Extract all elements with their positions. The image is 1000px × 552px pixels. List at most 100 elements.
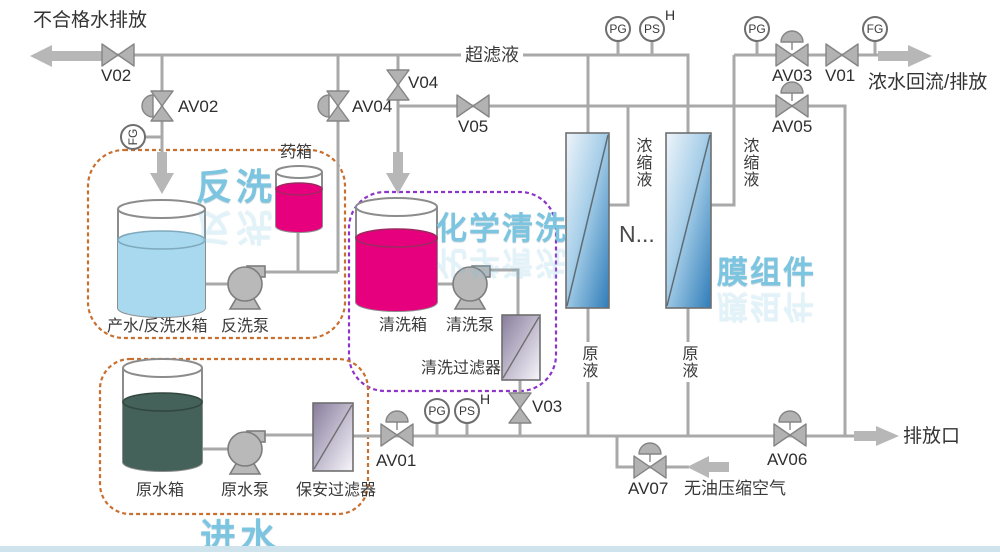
high-alarm-label-bottom: H <box>480 391 491 407</box>
pg-icon: PG <box>748 22 766 36</box>
ps-gauge-bottom <box>454 398 480 424</box>
filters <box>312 314 541 472</box>
raw-water-tank-label: 原水箱 <box>136 482 185 499</box>
more-modules-label: N... <box>619 221 655 247</box>
fg-icon: FG <box>126 128 140 146</box>
cleaning-filter-diagonal <box>502 316 540 379</box>
ps-gauge-top <box>639 16 665 42</box>
ultrafiltrate-label: 超滤液 <box>461 45 523 66</box>
raw-water-pump-label: 原水泵 <box>221 482 270 499</box>
valve-v04-label: V04 <box>408 73 439 92</box>
cleaning-pump-label: 清洗泵 <box>446 317 495 334</box>
raw-tank-liquid <box>123 402 202 471</box>
valve-av06 <box>773 410 807 447</box>
product-backwash-tank <box>117 199 206 318</box>
pipes <box>100 41 878 469</box>
valve-av03-label: AV03 <box>772 66 813 85</box>
pg-gauge-bottom <box>424 398 450 424</box>
ps-icon: PS <box>643 22 660 36</box>
valve-v05 <box>456 94 490 118</box>
concentrate-label-1: 浓缩液 <box>633 137 651 188</box>
cleaning-pump <box>452 265 491 310</box>
cleaning-tank <box>355 197 438 312</box>
product-tank-liquid-surface <box>117 230 206 250</box>
raw-water-pump <box>227 430 266 475</box>
fg-icon: FG <box>866 22 884 36</box>
flow-arrows <box>30 45 932 478</box>
cleaning-tank-label: 清洗箱 <box>379 317 428 334</box>
cleaning-filter-label: 清洗过滤器 <box>421 360 502 377</box>
cleaning-tank-liquid <box>356 238 437 311</box>
valve-v02-label: V02 <box>101 66 132 85</box>
cleaning-tank-liquid-surface <box>355 228 438 248</box>
cleaning-tank-opening <box>355 197 438 217</box>
backwash-section-box <box>86 148 347 340</box>
valve-av03 <box>775 30 809 67</box>
gauges <box>120 16 888 424</box>
valve-av04-label: AV04 <box>352 97 393 116</box>
valve-v05-label: V05 <box>458 117 489 136</box>
valves <box>101 30 859 479</box>
pg-gauge-top1 <box>605 16 631 42</box>
backwash-pump <box>227 265 266 310</box>
pipe-backwash-pump-lines <box>205 226 338 286</box>
valve-v03 <box>508 392 532 424</box>
raw-liquid-label-2: 原液 <box>677 342 698 382</box>
chemical-tank-opening <box>275 165 323 179</box>
backwash-pump-label: 反洗泵 <box>221 318 270 335</box>
arrow-unqualified-discharge <box>30 45 105 67</box>
membrane-modules <box>565 132 712 309</box>
pumps <box>227 265 491 475</box>
arrow-discharge-outlet <box>854 426 899 446</box>
pipe-cleaning-pump-lines <box>437 268 520 315</box>
security-filter-diagonal <box>313 404 353 470</box>
valve-av04 <box>317 90 350 122</box>
window-bottom-strip <box>0 546 1000 552</box>
valve-v01-label: V01 <box>825 66 856 85</box>
raw-tank-liquid-surface <box>122 392 203 412</box>
product-tank-liquid <box>118 240 205 317</box>
pg-icon: PG <box>609 22 627 36</box>
valve-av07-label: AV07 <box>628 479 669 498</box>
valve-av06-label: AV06 <box>767 450 808 469</box>
pipe-gauge-stems <box>435 41 877 436</box>
chemical-tank-liquid <box>276 189 322 232</box>
valve-v03-label: V03 <box>532 397 563 416</box>
arrow-concentrate-return <box>878 45 932 67</box>
concentrate-return-label: 浓水回流/排放 <box>868 72 988 93</box>
arrow-into-cleaning-tank <box>386 152 410 194</box>
product-tank-opening <box>117 199 206 219</box>
pipe-membrane2-concentrate <box>711 55 736 207</box>
pg-icon: PG <box>428 404 446 418</box>
security-filter-label: 保安过滤器 <box>296 482 377 499</box>
valve-av07 <box>633 442 667 479</box>
valve-v02 <box>101 43 135 67</box>
chemical-tank <box>275 165 323 233</box>
fg-gauge-left <box>120 124 146 150</box>
valve-v04 <box>386 69 410 101</box>
chemical-cleaning-section-box <box>347 190 558 393</box>
unqualified-water-discharge-label: 不合格水排放 <box>33 10 148 31</box>
pg-gauge-top2 <box>744 16 770 42</box>
pipe-concentrate-header <box>398 104 847 436</box>
pipe-raw-pump-lines <box>202 433 313 451</box>
arrow-into-product-tank <box>150 152 174 194</box>
raw-water-tank <box>122 358 203 472</box>
valve-av02 <box>141 90 174 122</box>
membrane-modules-title: 膜组件 <box>717 255 816 290</box>
valve-av02-label: AV02 <box>178 97 219 116</box>
compressed-air-label: 无油压缩空气 <box>684 479 786 498</box>
product-backwash-tank-label: 产水/反洗水箱 <box>107 318 208 335</box>
concentrate-label-2: 浓缩液 <box>740 137 758 188</box>
discharge-outlet-label: 排放口 <box>903 426 961 447</box>
valve-av01 <box>380 410 414 447</box>
valve-v01 <box>825 43 859 67</box>
valve-av05 <box>775 81 809 118</box>
chemical-tank-label: 药箱 <box>280 144 313 161</box>
membrane-module-2-diagonal <box>666 134 711 307</box>
pipe-membrane1-concentrate <box>609 106 630 207</box>
valve-av05-label: AV05 <box>772 117 813 136</box>
chemical-tank-liquid-surface <box>275 182 323 196</box>
pipe-membrane-bottom-risers <box>586 308 690 436</box>
